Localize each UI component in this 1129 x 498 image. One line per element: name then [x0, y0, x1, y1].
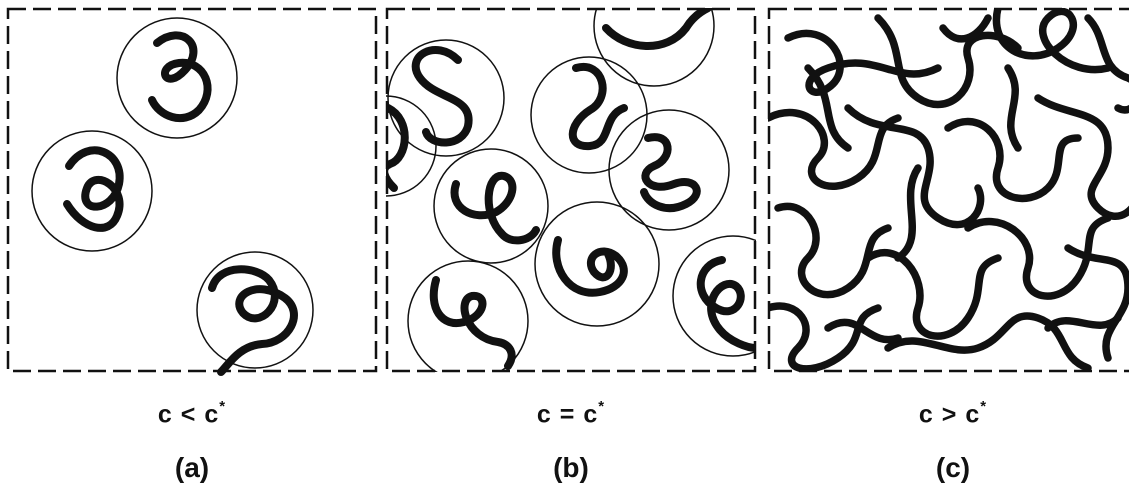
dilute-coils-figure	[6, 7, 378, 376]
panel-border	[6, 7, 378, 373]
coil-sphere	[530, 56, 648, 174]
polymer-chain	[640, 133, 701, 213]
panel-entangled	[767, 7, 1129, 373]
polymer-chain	[450, 171, 540, 245]
condition-semidilute: c > c*	[768, 398, 1129, 429]
condition-text: c = c	[536, 400, 599, 429]
coil-sphere	[534, 201, 660, 327]
polymer-chain	[552, 236, 628, 297]
star-superscript: *	[598, 398, 606, 415]
panel-overlap	[385, 7, 757, 373]
polymer-chain	[148, 31, 212, 123]
condition-text: c < c	[157, 400, 220, 429]
coil-sphere	[387, 39, 505, 157]
star-superscript: *	[980, 398, 988, 415]
panel-label-b: (b)	[553, 452, 589, 483]
coil-sphere	[593, 8, 715, 87]
coil-sphere	[608, 109, 730, 231]
panel-label-c: (c)	[935, 452, 971, 483]
star-superscript: *	[219, 398, 227, 415]
polymer-chain	[602, 8, 712, 50]
coil-sphere	[672, 235, 756, 357]
condition-text: c > c	[918, 400, 981, 429]
coil-sphere	[386, 95, 437, 197]
panel-border	[767, 7, 1129, 373]
panel-label-a: (a)	[174, 452, 210, 483]
polymer-chain	[429, 276, 516, 370]
coil-sphere	[116, 17, 238, 139]
polymer-chain	[568, 62, 628, 151]
panel-border	[385, 7, 757, 373]
entangled-chains	[768, 8, 1129, 372]
entangled-chains-figure	[767, 7, 1129, 373]
condition-dilute: c < c*	[7, 398, 377, 429]
condition-overlap: c = c*	[386, 398, 756, 429]
polymer-chain	[208, 265, 298, 376]
coil-sphere	[196, 251, 314, 369]
coil-sphere	[407, 260, 529, 372]
polymer-chain	[411, 46, 473, 147]
coil-sphere	[31, 130, 153, 252]
panel-dilute	[6, 7, 378, 376]
touching-coils-figure	[385, 7, 757, 373]
polymer-chain	[63, 146, 124, 232]
coil-sphere	[433, 148, 549, 264]
polymer-chain	[696, 256, 756, 352]
